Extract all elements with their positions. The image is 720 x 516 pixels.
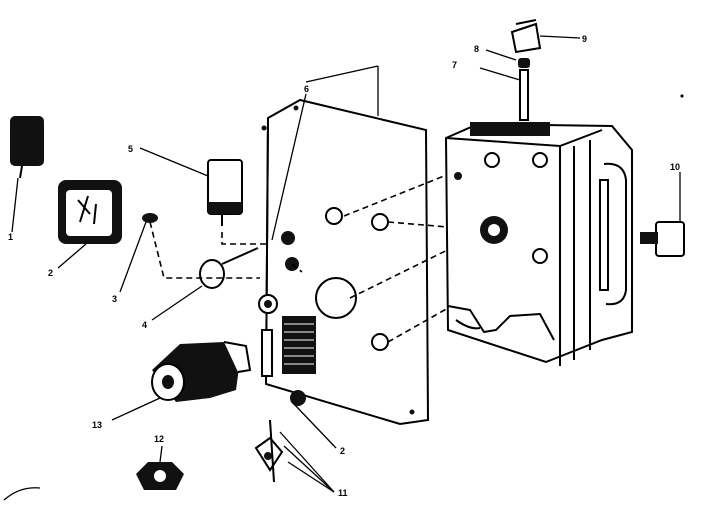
assembly-guide-line [149, 221, 260, 279]
callout-10: 10 [670, 162, 680, 172]
part-11-fittings [254, 419, 335, 493]
callout-3: 3 [112, 294, 117, 304]
control-housing [444, 122, 633, 366]
part-1-plug [10, 116, 44, 233]
callout-7: 7 [452, 60, 457, 70]
mounting-plate [258, 98, 541, 426]
part-5-block [139, 147, 243, 226]
part-2b-leader [293, 403, 337, 449]
stray-mark [680, 94, 684, 98]
callout-4: 4 [142, 320, 147, 330]
part-8-washer [485, 49, 530, 68]
callout-12: 12 [154, 434, 164, 444]
assembly-guide-line [221, 232, 272, 245]
part-4-eyelet [151, 247, 259, 321]
part-10-connector [640, 172, 685, 257]
callout-2b: 2 [340, 446, 345, 456]
callout-8: 8 [474, 44, 479, 54]
part-12-valve [136, 445, 184, 490]
callout-9: 9 [582, 34, 587, 44]
part-7-stem [479, 67, 529, 121]
callout-11: 11 [338, 488, 348, 498]
callout-6: 6 [304, 84, 309, 94]
part-13-valve-body [111, 341, 252, 421]
callout-2: 2 [48, 268, 53, 278]
plate-leader-bracket [305, 65, 379, 116]
callout-5: 5 [128, 144, 133, 154]
part-2-dial-housing [57, 180, 122, 269]
part-6-leader [271, 93, 307, 241]
callout-13: 13 [92, 420, 102, 430]
stray-mark [3, 487, 41, 501]
part-9-cap [510, 19, 581, 54]
part-3-screw [119, 213, 158, 293]
callout-1: 1 [8, 232, 13, 242]
